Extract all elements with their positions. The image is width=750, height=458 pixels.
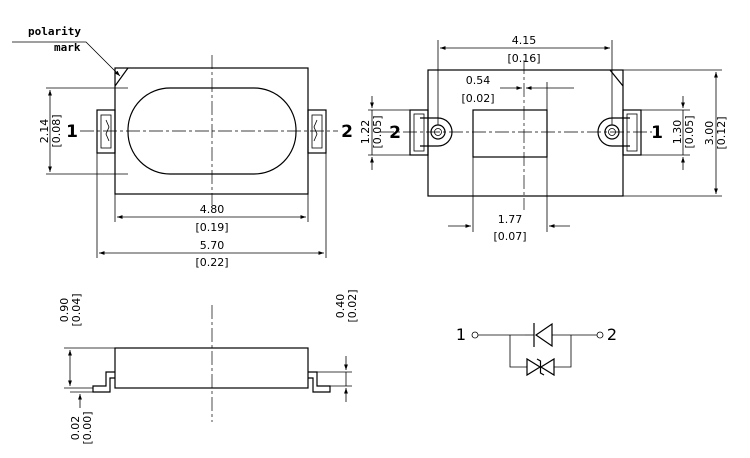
tvs-symbol bbox=[526, 357, 555, 377]
side-view: 0.90 [0.04] 0.40 [0.02] 0.02 [0.00] bbox=[58, 289, 359, 444]
schematic-symbol: 1 2 bbox=[456, 322, 617, 377]
side-lead-left bbox=[92, 371, 115, 393]
dim-bottom-right-height-mm: 1.30 bbox=[671, 120, 684, 145]
dim-bottom-window-offset-in: [0.02] bbox=[461, 92, 494, 105]
dim-side-standoff-in: [0.00] bbox=[81, 411, 94, 444]
dim-top-total-length-in: [0.22] bbox=[195, 256, 228, 269]
dim-bottom-total-height-mm: 3.00 bbox=[703, 121, 716, 146]
bottom-pad-left bbox=[409, 109, 453, 156]
dim-bottom-right-height-in: [0.05] bbox=[683, 115, 696, 148]
dim-bottom-left-height-mm: 1.22 bbox=[359, 120, 372, 145]
dim-top-height-in: [0.08] bbox=[50, 114, 63, 147]
dim-bottom-pad-spacing-mm: 4.15 bbox=[512, 34, 537, 47]
dim-bottom-window-width-mm: 1.77 bbox=[498, 213, 523, 226]
dim-top-total-length-mm: 5.70 bbox=[200, 239, 225, 252]
side-lead-right bbox=[308, 371, 331, 393]
dim-side-lead-thickness-mm: 0.40 bbox=[334, 294, 347, 319]
top-view: 1 2 polarity mark 2.14 [0.08] 4.80 [0.19… bbox=[12, 25, 353, 269]
schematic-pin2-label: 2 bbox=[607, 325, 617, 344]
schematic-pin1-label: 1 bbox=[456, 325, 466, 344]
bottom-window bbox=[472, 109, 548, 158]
dim-side-lead-thickness-in: [0.02] bbox=[346, 289, 359, 322]
bottom-pad-right bbox=[597, 109, 642, 156]
dim-bottom-left-height-in: [0.05] bbox=[371, 115, 384, 148]
top-terminal-left bbox=[96, 109, 116, 154]
diode-symbol bbox=[534, 322, 553, 348]
polarity-mark-leader bbox=[12, 41, 121, 77]
dim-bottom-pad-spacing-in: [0.16] bbox=[507, 52, 540, 65]
dim-bottom-window-width-in: [0.07] bbox=[493, 230, 526, 243]
dim-side-height-in: [0.04] bbox=[70, 293, 83, 326]
polarity-mark-label-line1: polarity bbox=[28, 25, 81, 38]
bottom-view: 2 1 4.15 [0.16] 0.54 [0.02] 1.22 [0.05] … bbox=[359, 34, 728, 243]
dim-top-body-length-in: [0.19] bbox=[195, 221, 228, 234]
top-pin1-label: 1 bbox=[66, 122, 78, 142]
polarity-chamfer bbox=[114, 67, 129, 87]
bottom-body-outline bbox=[427, 69, 624, 197]
top-pin2-label: 2 bbox=[341, 122, 353, 142]
dim-top-height-mm: 2.14 bbox=[38, 119, 51, 144]
dim-top-body-length-mm: 4.80 bbox=[200, 203, 225, 216]
side-body-outline bbox=[114, 347, 309, 389]
bottom-pin1-label: 1 bbox=[651, 123, 663, 143]
dim-side-height-mm: 0.90 bbox=[58, 298, 71, 323]
schematic-terminal-2 bbox=[596, 331, 604, 339]
schematic-terminal-1 bbox=[471, 331, 479, 339]
bottom-pin2-label: 2 bbox=[389, 123, 401, 143]
dim-bottom-total-height-in: [0.12] bbox=[715, 116, 728, 149]
dim-side-standoff-mm: 0.02 bbox=[69, 416, 82, 441]
polarity-mark-label-line2: mark bbox=[54, 41, 81, 54]
dim-bottom-window-offset-mm: 0.54 bbox=[466, 74, 491, 87]
top-terminal-right bbox=[307, 109, 327, 154]
